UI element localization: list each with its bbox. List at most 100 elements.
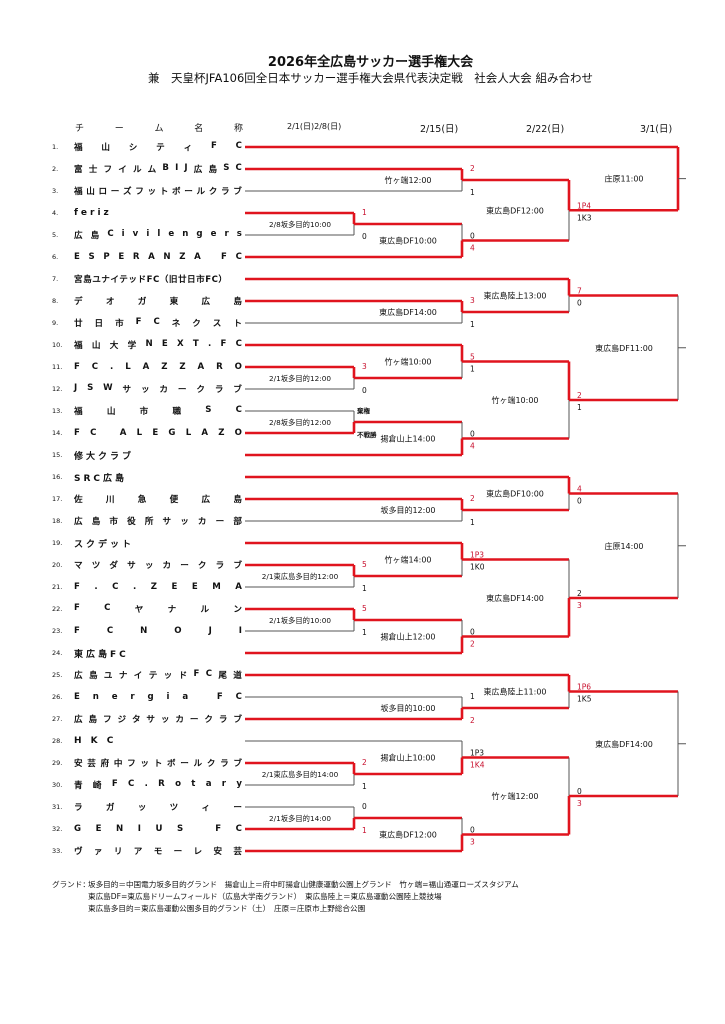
match-venue: 揚倉山上12:00 (380, 632, 435, 642)
match-venue: 東広島DF14:00 (595, 739, 653, 749)
match-score: 1 (470, 188, 475, 197)
match-score: 1K3 (577, 213, 592, 222)
match-venue: 2/1坂多目的12:00 (269, 374, 331, 383)
team-name: マツダサッカークラブ (74, 561, 242, 571)
team-row: 17.佐川急便広島 (52, 493, 242, 505)
team-name: ラガッツィー (74, 803, 242, 813)
match-score: 4 (470, 442, 475, 451)
match-score: 5 (362, 560, 367, 569)
team-row: 28.H K C (52, 735, 242, 747)
match-score: 1K4 (470, 761, 485, 770)
header-char: 名 (194, 124, 204, 134)
page-subtitle: 兼 天皇杯JFA106回全日本サッカー選手権大会県代表決定戦 社会人大会 組み合… (148, 71, 593, 85)
header-char: 称 (233, 124, 243, 134)
match-venue: 揚倉山上14:00 (380, 434, 435, 444)
match-venue: 東広島陸上11:00 (483, 687, 546, 697)
team-number: 25. (52, 671, 63, 679)
team-name: 安芸府中フットボールクラブ (74, 759, 242, 769)
team-name: 東広島FC (74, 649, 129, 660)
team-name: 宮島ユナイテッドFC（旧廿日市FC） (74, 275, 228, 285)
match-score: 0 (470, 232, 475, 241)
team-number: 21. (52, 583, 63, 591)
date-round1: 2/1(日)2/8(日) (287, 122, 342, 131)
match-score: 5 (470, 353, 475, 362)
match-venue: 庄原14:00 (604, 541, 643, 551)
match-score: 2 (470, 640, 475, 649)
match-score: 0 (362, 386, 367, 395)
match-score: 2 (577, 589, 582, 598)
team-number: 18. (52, 517, 63, 525)
match-score: 0 (577, 787, 582, 796)
match-score: 1K0 (470, 563, 485, 572)
team-name: 福山ローズフットボールクラブ (74, 187, 242, 197)
match-venue: 揚倉山上10:00 (380, 753, 435, 763)
match-score: 0 (362, 802, 367, 811)
match-venue: 竹ヶ端12:00 (491, 791, 538, 801)
match-venue: 東広島DF10:00 (379, 236, 437, 246)
match-venue: 坂多目的12:00 (380, 505, 435, 515)
date-round3: 2/22(日) (526, 124, 565, 135)
team-number: 8. (52, 297, 59, 305)
footnote-line: 東広島DF=東広島ドリームフィールド（広島大学南グランド） 東広島陸上＝東広島運… (88, 892, 442, 901)
match-score: 棄権 (356, 406, 371, 415)
team-row: 20. マツダサッカークラブ (52, 559, 242, 571)
page-title: 2026年全広島サッカー選手権大会 (267, 55, 474, 70)
team-row: 15.修大クラブ (52, 449, 242, 462)
match-score: 1 (362, 208, 367, 217)
team-row: 19.スクデット (52, 537, 242, 550)
match-score: 0 (470, 430, 475, 439)
team-number: 29. (52, 759, 63, 767)
team-number: 13. (52, 407, 63, 415)
team-name: ヴァリアモーレ安芸 (74, 847, 242, 857)
header-char: ー (114, 124, 124, 134)
match-venue: 竹ヶ端10:00 (384, 357, 431, 367)
team-name: 広島市役所サッカー部 (74, 517, 242, 527)
match-venue: 東広島陸上13:00 (483, 291, 546, 301)
match-score: 2 (470, 716, 475, 725)
match-score: 2 (470, 494, 475, 503)
match-score: 2 (470, 164, 475, 173)
match-score: 2 (362, 758, 367, 767)
match-venue: 東広島DF10:00 (486, 489, 544, 499)
match-score: 不戦勝 (357, 430, 377, 439)
team-row: 8.デオガ東広島 (52, 295, 242, 307)
team-row: 3.福山ローズフットボールクラブ (52, 185, 242, 197)
match-score: 7 (577, 287, 582, 296)
team-row: 7.宮島ユナイテッドFC（旧廿日市FC） (52, 273, 242, 285)
team-number: 30. (52, 781, 63, 789)
team-number: 9. (52, 319, 59, 327)
match-score: 1 (470, 320, 475, 329)
match-score: 3 (577, 799, 582, 808)
match-score: 1P4 (577, 201, 591, 210)
team-number: 20. (52, 561, 63, 569)
match-venue: 東広島DF12:00 (486, 205, 544, 215)
team-row: 16.SRC広島 (52, 471, 242, 484)
header-char: チ (75, 124, 85, 134)
team-row: 29. 安芸府中フットボールクラブ (52, 757, 242, 769)
team-name: SRC広島 (74, 473, 128, 484)
match-score: 3 (577, 601, 582, 610)
team-name-header: チ ー ム 名 称 (75, 121, 243, 134)
team-row: 24.東広島FC (52, 647, 242, 660)
match-score: 1K5 (577, 695, 592, 704)
footnote-line: 坂多目的＝中国電力坂多目的グランド 揚倉山上＝府中町揚倉山健康運動公園上グランド… (88, 880, 519, 889)
match-venue: 竹ヶ端14:00 (384, 555, 431, 565)
team-number: 5. (52, 231, 59, 239)
